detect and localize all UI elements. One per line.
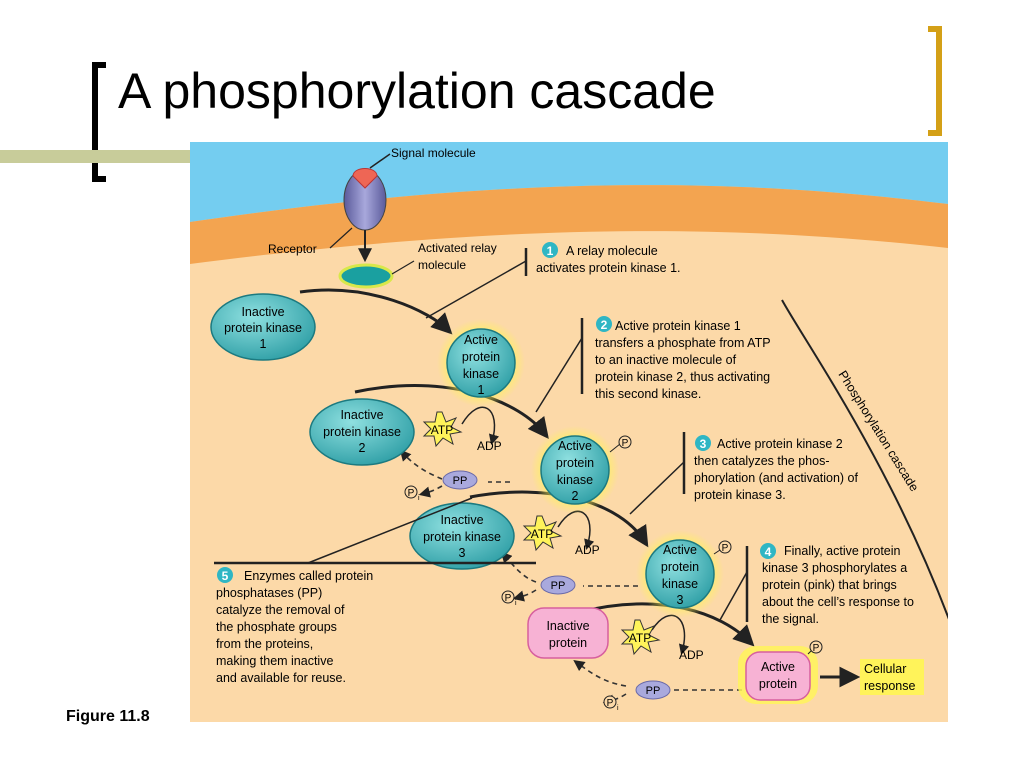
pp-dash-1b xyxy=(399,449,443,480)
cascade-bracket xyxy=(781,299,948,620)
svg-text:ATP: ATP xyxy=(431,423,453,437)
adp-label-3: ADP xyxy=(679,648,704,662)
svg-text:i: i xyxy=(418,495,420,502)
arrow-relay-to-pk1 xyxy=(299,288,453,335)
step3-leader xyxy=(629,461,685,515)
adp-label-1: ADP xyxy=(477,439,502,453)
figure-label: Figure 11.8 xyxy=(66,708,150,725)
accent-bar xyxy=(0,150,190,163)
relay-label-2: molecule xyxy=(418,258,466,272)
signal-leader xyxy=(369,153,391,169)
phosphate-protein: P xyxy=(807,640,823,655)
svg-text:5: 5 xyxy=(222,569,229,583)
phosphorylation-cascade-diagram: Signal molecule Receptor Activated relay… xyxy=(190,142,948,722)
signal-molecule-label: Signal molecule xyxy=(391,146,476,160)
svg-text:PP: PP xyxy=(551,580,566,592)
svg-text:P: P xyxy=(505,593,512,604)
atp-icon-3: ATP xyxy=(620,619,661,656)
pp-dash-3b xyxy=(573,660,627,687)
svg-text:ATP: ATP xyxy=(629,631,651,645)
phosphate-pk2: P xyxy=(609,435,632,453)
svg-text:PP: PP xyxy=(453,475,468,487)
pp-dash-2b xyxy=(500,551,537,583)
step5-leader xyxy=(307,497,473,564)
step4-leader xyxy=(719,571,748,621)
signal-molecule-icon xyxy=(352,168,378,189)
pp-dash-2c xyxy=(512,589,537,602)
slide-title: A phosphorylation cascade xyxy=(118,63,716,119)
pp-dash-1c xyxy=(418,485,443,498)
receptor-leader xyxy=(329,227,353,249)
svg-text:2: 2 xyxy=(601,318,608,332)
svg-text:P: P xyxy=(722,543,729,554)
svg-text:P: P xyxy=(813,643,820,654)
relay-leader xyxy=(391,260,415,275)
svg-text:4: 4 xyxy=(765,545,772,559)
svg-text:P: P xyxy=(622,438,629,449)
phosphatase-2: PP xyxy=(540,575,576,595)
title-bracket-left xyxy=(92,62,106,182)
svg-text:PP: PP xyxy=(646,685,661,697)
adp-label-2: ADP xyxy=(575,543,600,557)
svg-text:3: 3 xyxy=(700,437,707,451)
phosphatase-3: PP xyxy=(635,680,671,700)
svg-text:P: P xyxy=(607,698,614,709)
atp-icon-2: ATP xyxy=(522,515,563,552)
svg-text:i: i xyxy=(515,600,517,607)
step1-leader xyxy=(425,260,527,319)
atp-icon-1: ATP xyxy=(422,411,463,448)
title-bracket-right xyxy=(928,26,942,136)
svg-text:P: P xyxy=(408,488,415,499)
atp-adp-arrow-1 xyxy=(461,406,500,446)
svg-text:i: i xyxy=(617,705,619,712)
svg-text:1: 1 xyxy=(547,244,554,258)
step2-leader xyxy=(535,337,583,413)
relay-molecule-icon xyxy=(338,263,394,289)
relay-label-1: Activated relay xyxy=(418,241,497,255)
phosphate-pk3: P xyxy=(713,540,732,555)
receptor-label: Receptor xyxy=(268,242,317,256)
phosphatase-1: PP xyxy=(442,470,478,490)
svg-text:ATP: ATP xyxy=(531,527,553,541)
